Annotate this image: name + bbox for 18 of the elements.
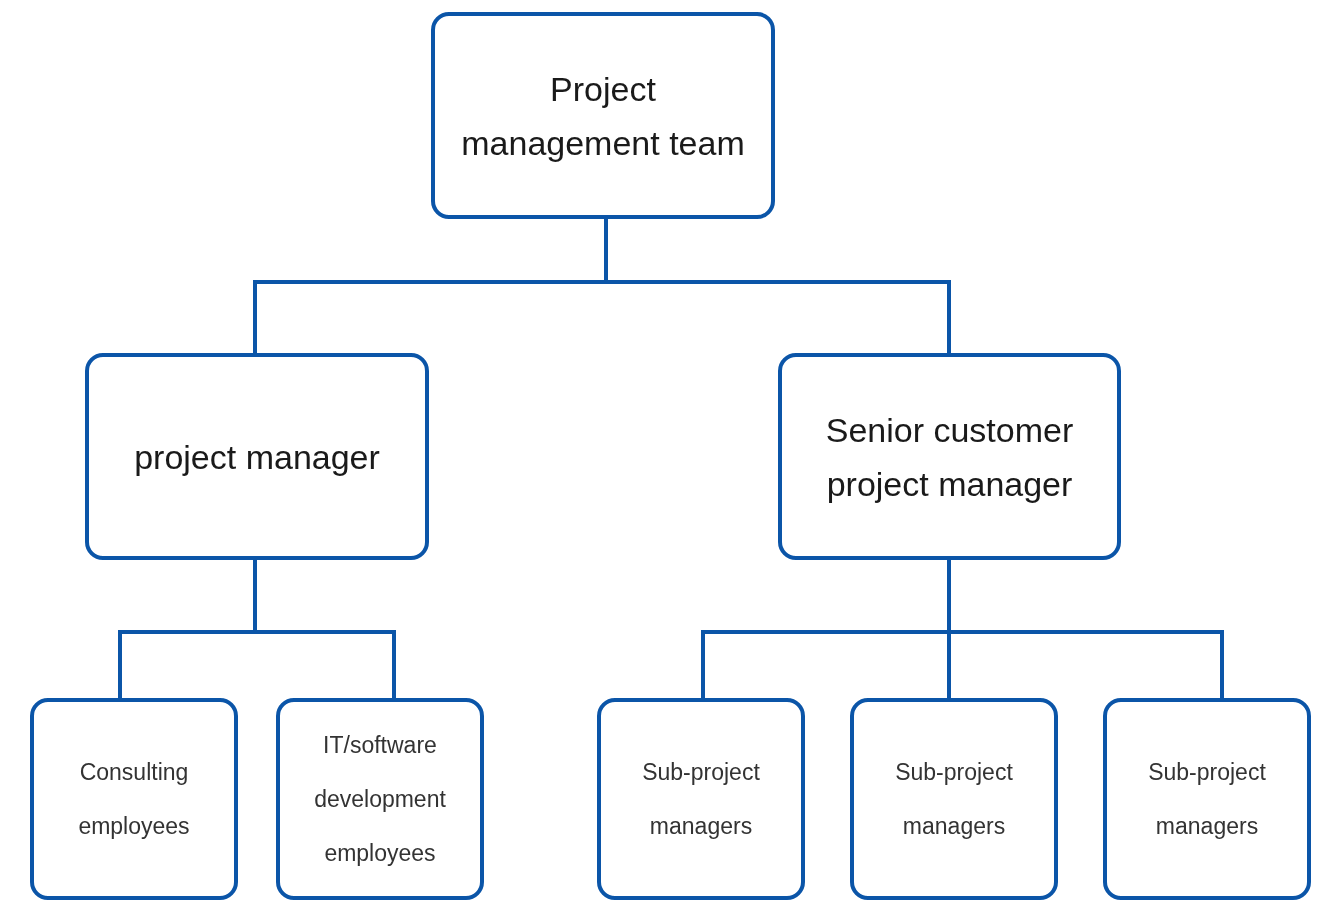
box-label: project manager <box>134 436 380 478</box>
org-box <box>597 698 805 900</box>
box-label: Consulting employees <box>77 758 191 841</box>
org-box <box>850 698 1058 900</box>
org-box <box>778 353 1121 560</box>
org-box <box>1103 698 1311 900</box>
box-label: IT/software development employees <box>313 731 447 868</box>
box-label: Sub-project managers <box>894 758 1014 841</box>
connector-line <box>604 219 951 353</box>
org-box <box>30 698 238 900</box>
org-box <box>85 353 429 560</box>
box-label: Sub-project managers <box>1147 758 1267 841</box>
box-label: Sub-project managers <box>641 758 761 841</box>
box-label: Project management team <box>460 68 746 164</box>
box-label: Senior customer project manager <box>824 409 1075 505</box>
org-box <box>276 698 484 900</box>
org-box <box>431 12 775 219</box>
connector-line <box>253 560 396 698</box>
